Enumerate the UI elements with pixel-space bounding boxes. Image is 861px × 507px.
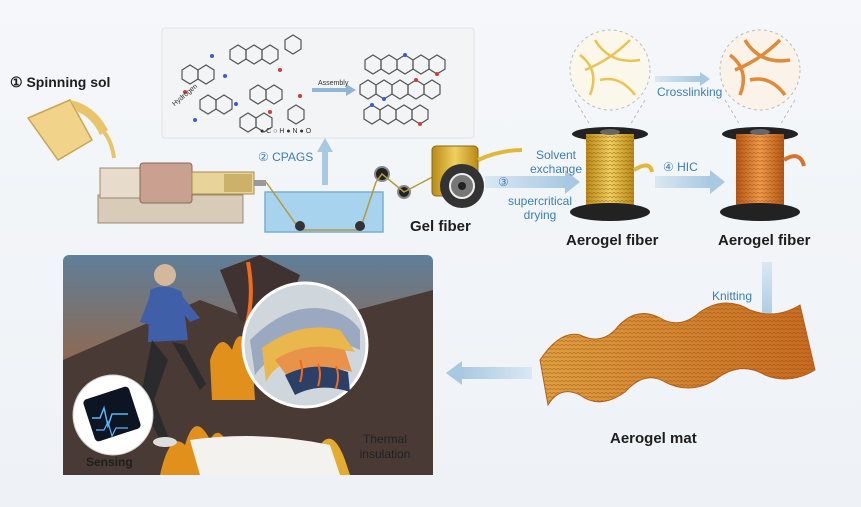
gel-fiber-label: Gel fiber: [410, 218, 471, 235]
aerogel-mat-icon: [540, 303, 815, 405]
atom-legend: ● C ○ H ● N ● O: [260, 128, 311, 135]
fiber-network-zoom-2: [720, 30, 800, 125]
insulation-label: insulation: [350, 447, 420, 461]
aerogel-fiber-spool-orange: [720, 127, 804, 221]
sensing-label: Sensing: [86, 455, 133, 469]
supercritical-label: supercritical: [500, 194, 580, 208]
sensing-phone-icon: [73, 375, 153, 455]
step3-arrow: [485, 176, 565, 188]
step4-arrow-head: [710, 170, 725, 194]
fiber-network-zoom-1: [570, 30, 650, 125]
knitting-label: Knitting: [712, 289, 752, 303]
syringe-pump-icon: [98, 163, 266, 223]
exchange-label: exchange: [526, 162, 586, 176]
aerogel-fiber-label-2: Aerogel fiber: [718, 232, 811, 249]
up-arrow-head: [317, 138, 333, 152]
step4-arrow: [655, 176, 710, 188]
crosslinking-arrow-head: [700, 72, 710, 86]
thermal-label: Thermal: [350, 432, 420, 446]
step4-label: ④ HIC: [663, 160, 698, 174]
step3-number: ③: [498, 175, 509, 189]
knitting-arrow: [762, 262, 772, 322]
drying-label: drying: [510, 208, 570, 222]
step2-label: ② CPAGS: [258, 150, 313, 164]
application-arrow: [462, 367, 532, 379]
thermal-insulation-zoom: [243, 283, 367, 407]
aerogel-fiber-label-1: Aerogel fiber: [566, 232, 659, 249]
assembly-label: Assembly: [318, 80, 348, 87]
solvent-label: Solvent: [526, 148, 586, 162]
aerogel-mat-label: Aerogel mat: [610, 430, 697, 447]
application-arrow-head: [446, 361, 462, 385]
crosslinking-label: Crosslinking: [657, 85, 722, 99]
step1-label: ① Spinning sol: [10, 74, 110, 91]
pitcher-icon: [28, 100, 114, 160]
crosslinking-arrow: [655, 76, 700, 82]
